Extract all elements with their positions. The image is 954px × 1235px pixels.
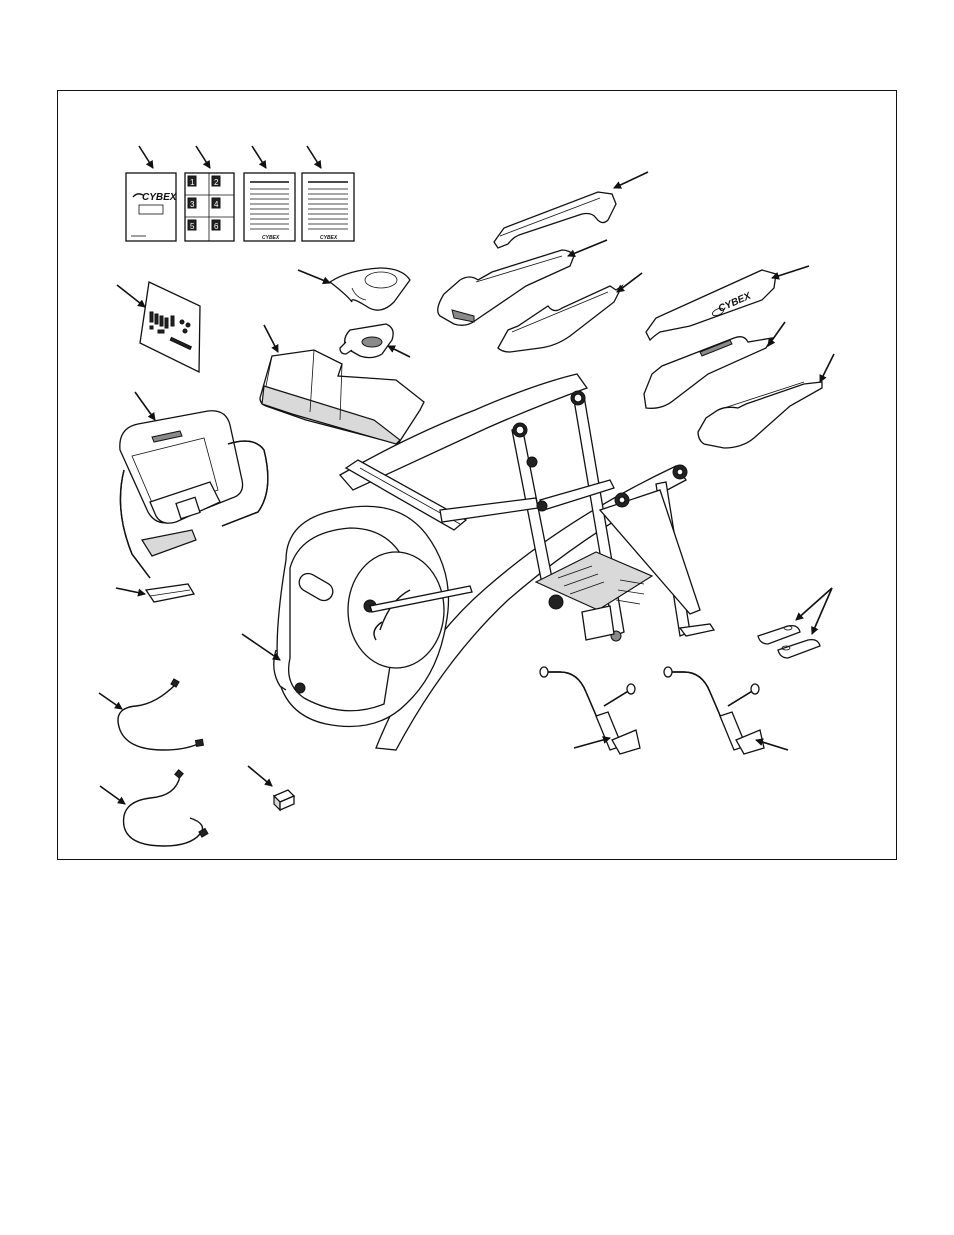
flywheel-shroud xyxy=(273,505,473,728)
handle-arm-left xyxy=(539,666,641,755)
arrow-hardware-card xyxy=(116,284,146,308)
console-bracket xyxy=(144,583,196,603)
arrow-handle-arm-right xyxy=(755,738,789,751)
arrow-right-mid-shroud xyxy=(767,321,786,347)
arrow-pedal-pad-2 xyxy=(811,587,833,635)
arrow-cable-1 xyxy=(98,692,123,710)
arrow-right-lower-shroud xyxy=(819,353,835,383)
arrow-left-upper-shroud xyxy=(567,239,608,258)
cable-1 xyxy=(117,678,205,751)
sheet-number-4: 4 xyxy=(214,200,219,209)
center-bracket-shroud xyxy=(339,323,394,359)
manual-brand-text: CYBEX xyxy=(142,192,178,203)
arrow-cup-holder xyxy=(297,269,331,285)
hardware-card xyxy=(139,281,201,374)
sheet-number-3: 3 xyxy=(190,200,195,209)
console-assembly xyxy=(119,410,269,579)
base-shroud xyxy=(259,349,425,445)
arrow-console-bracket xyxy=(115,587,146,597)
owners-manual-document: CYBEX xyxy=(125,172,178,242)
right-mid-shroud xyxy=(643,336,774,409)
arrow-coupler xyxy=(247,765,273,787)
doc1-brand-text: CYBEX xyxy=(262,235,280,241)
arrow-handle-arm-left xyxy=(573,736,611,749)
sheet-number-1: 1 xyxy=(190,178,195,187)
text-document-1: CYBEX xyxy=(243,172,296,242)
left-upper-shroud xyxy=(437,249,575,326)
arrow-flywheel-frame xyxy=(241,633,281,661)
arrow-console xyxy=(134,391,156,421)
arrow-base-shroud xyxy=(263,324,279,353)
arrow-cable-2 xyxy=(99,785,126,805)
cup-holder-shroud xyxy=(328,267,411,311)
handle-arm-right xyxy=(663,666,765,755)
cable-2 xyxy=(122,769,209,847)
sheet-number-5: 5 xyxy=(190,222,195,231)
pedal-pad-2 xyxy=(777,638,821,659)
arrow-left-lower-shroud xyxy=(616,272,643,293)
pedal-pad-1 xyxy=(757,624,801,645)
sheet-number-6: 6 xyxy=(214,222,219,231)
arrow-pedal-pad-1 xyxy=(795,587,833,621)
arrow-doc2 xyxy=(306,145,322,169)
figure-frame xyxy=(57,90,897,860)
upper-arm-cover-top xyxy=(493,191,617,249)
cable-coupler xyxy=(272,789,296,812)
left-lower-shroud xyxy=(497,284,624,353)
main-frame xyxy=(338,373,716,751)
arrow-parts-sheet xyxy=(195,145,211,169)
arrow-center-bracket xyxy=(387,345,411,358)
right-lower-shroud xyxy=(697,381,823,449)
arrow-manual xyxy=(138,145,154,169)
sheet-number-2: 2 xyxy=(214,178,219,187)
arrow-doc1 xyxy=(251,145,267,169)
text-document-2: CYBEX xyxy=(301,172,355,242)
doc2-brand-text: CYBEX xyxy=(320,235,338,241)
arrow-right-upper-cover xyxy=(771,265,810,280)
right-upper-cover: CYBEX xyxy=(645,269,777,342)
arrow-upper-arm-cover xyxy=(613,171,649,189)
numbered-parts-sheet: 1 2 3 4 5 6 xyxy=(184,172,235,242)
